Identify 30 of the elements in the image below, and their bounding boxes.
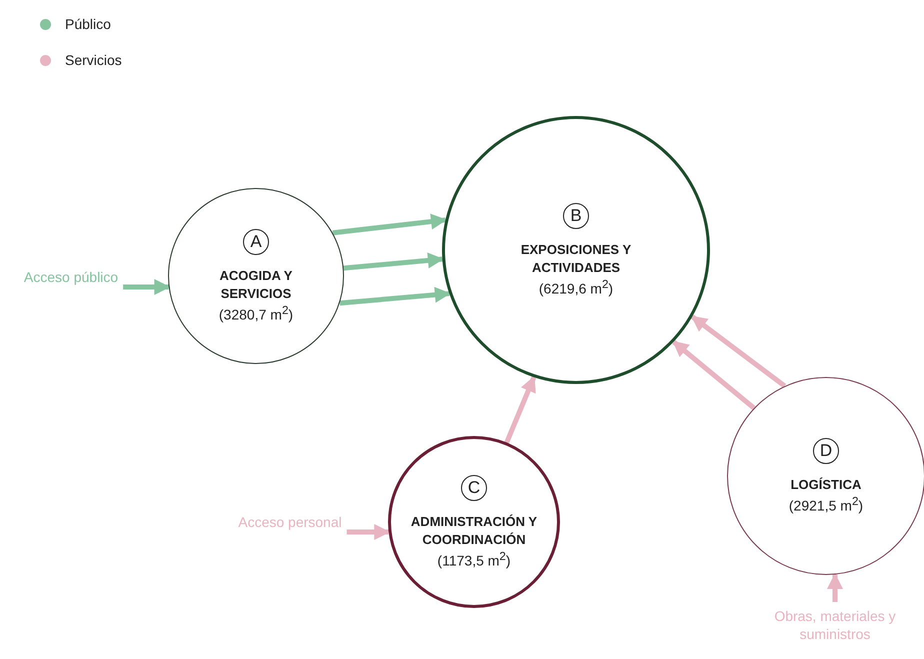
arrow <box>332 214 447 236</box>
arrow <box>343 252 444 271</box>
zone-letter: D <box>813 438 839 464</box>
legend-label: Público <box>65 16 111 32</box>
arrow <box>827 573 843 602</box>
zone-name: EXPOSICIONES Y ACTIVIDADES <box>520 241 632 276</box>
access-label: Acceso personal <box>238 512 342 532</box>
arrow <box>690 314 786 388</box>
zone-circle <box>388 436 560 608</box>
legend-label: Servicios <box>65 52 122 68</box>
zone-name: ADMINISTRACIÓN Y COORDINACIÓN <box>410 513 538 548</box>
arrow <box>339 286 451 306</box>
zone-circle <box>168 188 344 364</box>
access-label: Obras, materiales y suministros <box>773 607 897 644</box>
zone-name: ACOGIDA Y SERVICIOS <box>218 267 294 302</box>
zone-area: (3280,7 m$^{2}$) <box>218 304 294 323</box>
zone-letter: B <box>563 203 589 230</box>
zone-area: (2921,5 m$^{2}$) <box>788 495 864 514</box>
zone-name: LOGÍSTICA <box>790 476 862 494</box>
arrow <box>672 340 756 410</box>
arrow <box>123 279 170 295</box>
arrow <box>504 376 536 444</box>
zone-letter: C <box>461 475 487 502</box>
zone-letter: A <box>243 229 269 256</box>
zone-circle <box>727 377 924 575</box>
zone-circle <box>442 116 710 384</box>
zone-area: (1173,5 m$^{2}$) <box>437 550 511 569</box>
zone-area: (6219,6 m$^{2}$) <box>538 278 614 297</box>
access-label: Acceso público <box>24 268 118 286</box>
arrow <box>346 524 390 540</box>
